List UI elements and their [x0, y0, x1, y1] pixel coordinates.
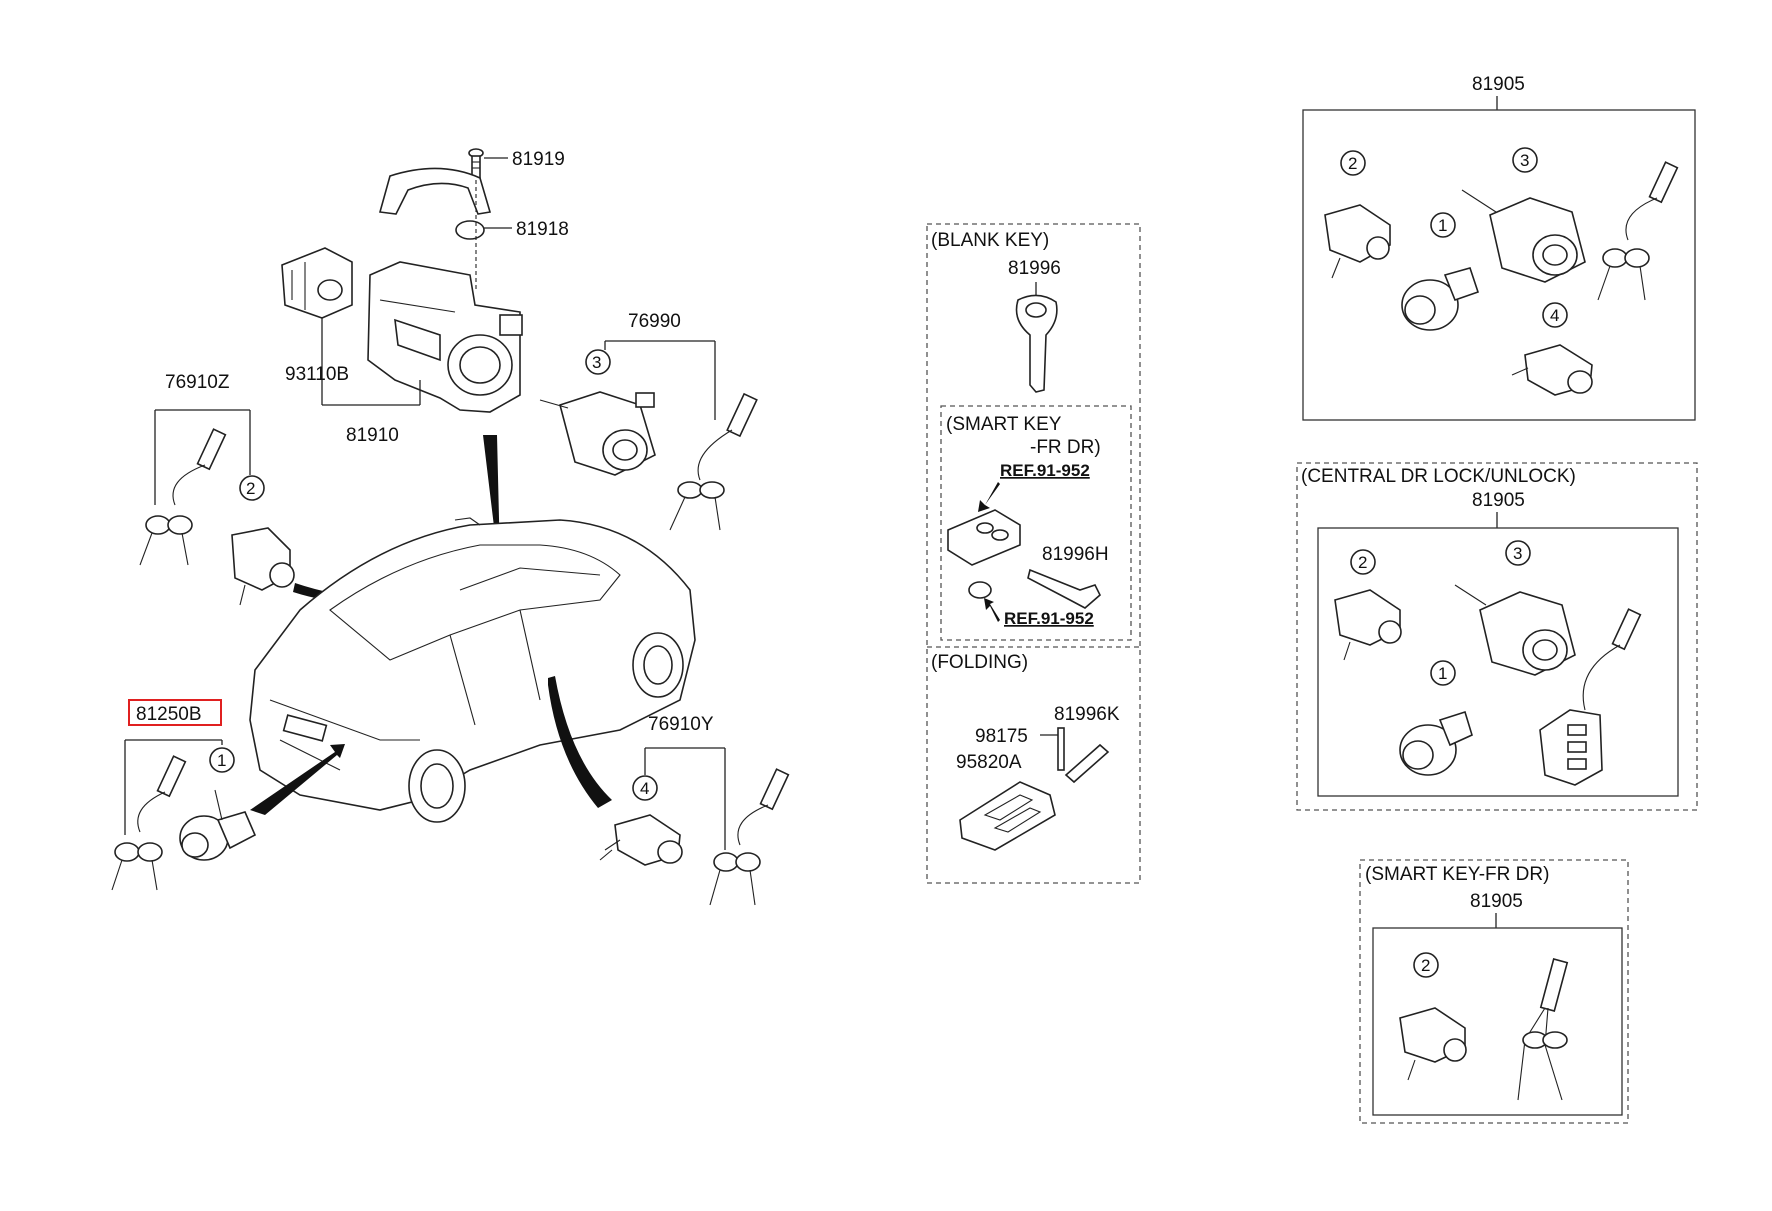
key-options-panel: (BLANK KEY) 81996 (SMART KEY -FR DR) REF…: [926, 223, 1141, 884]
smart-key-box: [940, 405, 1132, 641]
label-81910: 81910: [346, 425, 399, 446]
set-81905-top-box: [1302, 109, 1696, 421]
smart-key-fr-dr-outer-box: [1359, 859, 1629, 1124]
folding-key-blade-81996K: [1057, 727, 1110, 784]
svg-text:1: 1: [1438, 216, 1447, 235]
svg-text:4: 4: [640, 779, 649, 798]
blank-key-81996: [1015, 294, 1058, 393]
ref-top-arrow: [978, 482, 1000, 512]
set-smart-key-fr-dr: (SMART KEY-FR DR) 81905 2: [1359, 859, 1629, 1124]
smart-key-fob: [947, 509, 1021, 566]
svg-text:2: 2: [246, 479, 255, 498]
label-76910Z: 76910Z: [165, 372, 230, 393]
key-set-81250B: 81250B 1: [111, 699, 345, 891]
key-set-76990: 76990 3: [539, 311, 758, 531]
svg-text:1: 1: [1438, 664, 1447, 683]
label-76910Y: 76910Y: [648, 714, 714, 735]
label-81250B: 81250B: [136, 704, 202, 725]
car-illustration: [249, 517, 696, 823]
callout-2: [239, 475, 265, 501]
key-options-outer-box: [926, 223, 1141, 884]
svg-text:2: 2: [1358, 553, 1367, 572]
81250B-to-car-arrow: [250, 744, 345, 815]
key-set-76910Y: 76910Y 4: [548, 676, 790, 906]
group-smart-key-line2: -FR DR): [1030, 437, 1101, 458]
highlight-box-81250B: [128, 699, 222, 726]
callout-4-top: [1542, 302, 1568, 328]
svg-text:3: 3: [592, 353, 601, 372]
group-central-lock: (CENTRAL DR LOCK/UNLOCK): [1301, 466, 1576, 487]
key-set-76910Z: 76910Z 2: [139, 372, 418, 606]
folding-key-fob-95820A: [959, 781, 1056, 851]
label-98175: 98175: [975, 726, 1028, 747]
label-81996H: 81996H: [1042, 544, 1109, 565]
group-folding: (FOLDING): [931, 652, 1028, 673]
label-81905-smart: 81905: [1470, 891, 1523, 912]
76910Y-to-car-arrow: [548, 676, 612, 808]
ref-bottom-arrow: [984, 598, 1000, 622]
svg-text:3: 3: [1520, 151, 1529, 170]
label-95820A: 95820A: [956, 752, 1022, 773]
callout-3: [585, 349, 611, 375]
set-central-dr-lock: (CENTRAL DR LOCK/UNLOCK) 81905 2 1 3: [1296, 462, 1698, 811]
label-81996: 81996: [1008, 258, 1061, 279]
label-81905-central: 81905: [1472, 490, 1525, 511]
group-smart-key-fr-dr: (SMART KEY-FR DR): [1365, 864, 1549, 885]
svg-text:2: 2: [1348, 154, 1357, 173]
label-93110B: 93110B: [285, 364, 349, 385]
group-smart-key-line1: (SMART KEY: [946, 414, 1062, 435]
label-81918: 81918: [516, 219, 569, 240]
ring-93110B: [281, 247, 353, 319]
svg-text:2: 2: [1421, 956, 1430, 975]
ref-91-952-bottom: REF.91-952: [1004, 609, 1094, 628]
callout-3-top: [1512, 147, 1538, 173]
ref-91-952-top: REF.91-952: [1000, 461, 1090, 480]
callout-2-central: [1350, 549, 1376, 575]
label-81905-top: 81905: [1472, 74, 1525, 95]
smart-key-fr-dr-inner-box: [1372, 927, 1623, 1116]
central-lock-inner-box: [1317, 527, 1679, 797]
label-81996K: 81996K: [1054, 704, 1120, 725]
clamp-81918: [378, 167, 492, 240]
label-81919: 81919: [512, 149, 565, 170]
callout-1-top: [1430, 212, 1456, 238]
emergency-key-81996H: [1027, 568, 1101, 609]
callout-1-central: [1430, 660, 1456, 686]
group-blank-key: (BLANK KEY): [931, 230, 1049, 251]
battery-coin: [968, 581, 992, 599]
lock-body-81910: [367, 261, 523, 413]
label-76990: 76990: [628, 311, 681, 332]
callout-2-smart: [1413, 952, 1439, 978]
svg-text:1: 1: [217, 751, 226, 770]
callout-4: [632, 775, 658, 801]
ignition-to-car-arrow: [483, 435, 507, 590]
callout-3-central: [1505, 540, 1531, 566]
ignition-lock-assembly: 81919 81918 93110B 81910: [281, 148, 569, 590]
svg-text:4: 4: [1550, 306, 1559, 325]
set-81905-top: 81905 2 1 3 4: [1302, 74, 1696, 421]
central-lock-outer-box: [1296, 462, 1698, 811]
callout-1: [209, 747, 235, 773]
svg-text:3: 3: [1513, 544, 1522, 563]
callout-2-top: [1340, 150, 1366, 176]
